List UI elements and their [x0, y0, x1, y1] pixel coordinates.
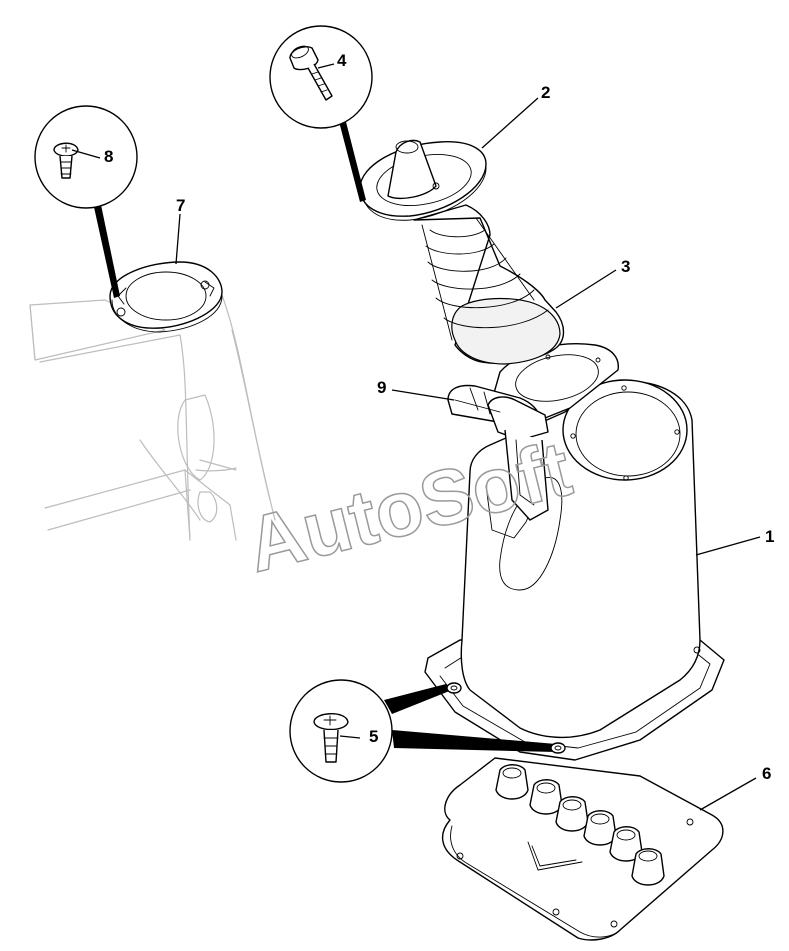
screw-8-icon: [53, 142, 79, 179]
background-console-ghost: [29, 289, 276, 541]
screw-5-icon: [313, 713, 349, 763]
callout-7: 7: [176, 196, 185, 215]
detail-bubble-4: [269, 25, 373, 202]
flange-screw-heads: [446, 682, 566, 754]
part-7-cover-plate: [109, 261, 223, 333]
callout-1: 1: [765, 527, 774, 546]
detail-bubble-8: [34, 105, 138, 298]
part-2-collar-ring: [359, 139, 487, 221]
callout-2: 2: [541, 83, 550, 102]
part-3-bellows-gaiter: [413, 204, 565, 365]
grommet: [609, 826, 643, 862]
grommet: [583, 810, 617, 846]
callout-8: 8: [104, 147, 113, 166]
grommet: [529, 779, 563, 815]
callout-5: 5: [369, 727, 378, 746]
callout-6: 6: [762, 764, 771, 783]
part-1-housing: [424, 343, 725, 761]
grommet: [555, 796, 589, 832]
detail-bubble-5: [289, 679, 556, 783]
leader-lines: [71, 63, 761, 811]
callout-3: 3: [621, 257, 630, 276]
callout-9: 9: [377, 378, 386, 397]
callout-4: 4: [337, 51, 347, 70]
screw-4-icon: [289, 45, 333, 101]
part-9-lever-clip: [447, 384, 549, 521]
part-6-base-plate: [441, 757, 724, 941]
grommet: [631, 848, 665, 886]
grommet: [495, 764, 529, 800]
